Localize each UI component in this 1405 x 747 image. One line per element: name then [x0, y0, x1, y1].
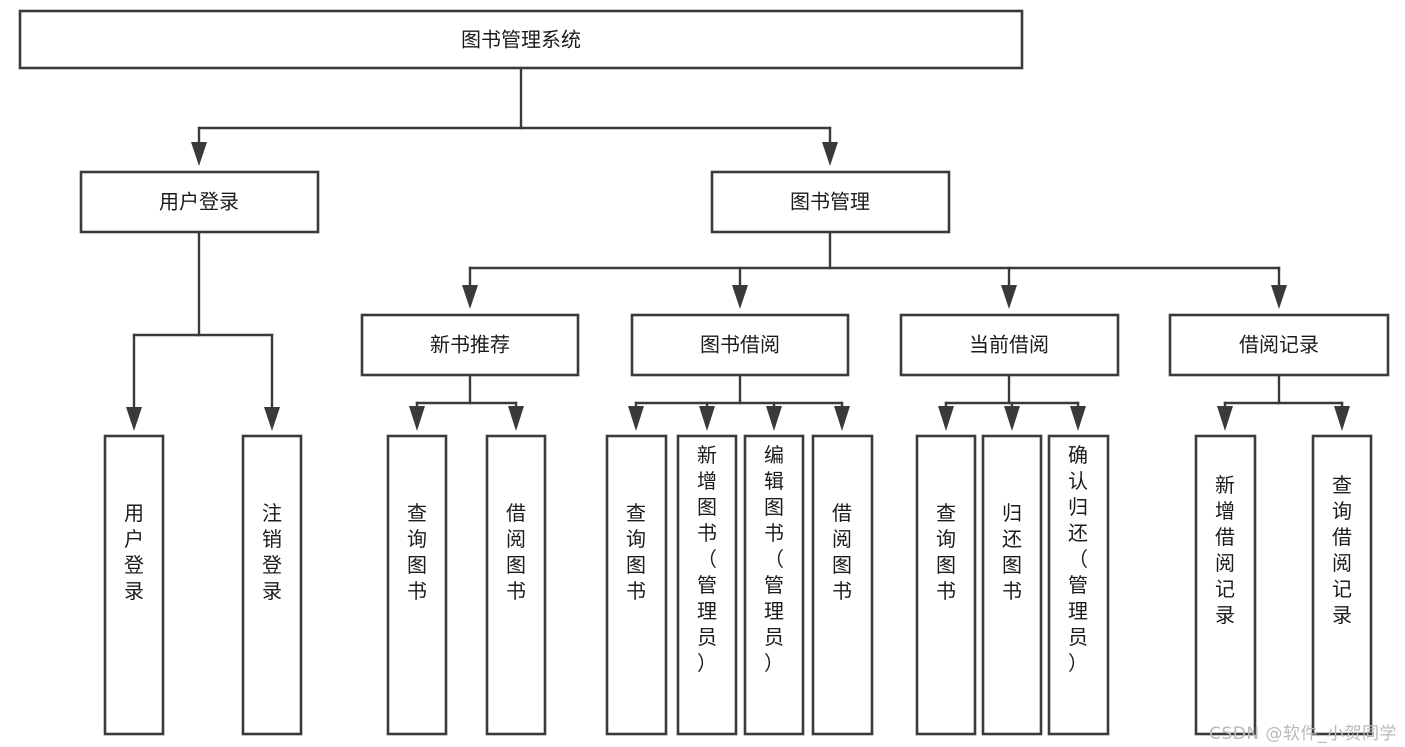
arrow-root-to-user	[191, 142, 207, 166]
node-leaf-logout[interactable]: 注销登录	[241, 434, 303, 736]
node-leaf-logout-box[interactable]	[241, 434, 303, 736]
node-leaf-add-borrow-record-box[interactable]	[1194, 434, 1257, 736]
arrow-book-to-current	[1001, 285, 1017, 309]
node-leaf-user-login[interactable]: 用户登录	[103, 434, 165, 736]
node-leaf-add-book-admin-box[interactable]	[676, 434, 738, 736]
node-leaf-edit-book-admin[interactable]: 编辑图书（管理员）	[743, 434, 805, 736]
node-new-book-recommend-box[interactable]	[360, 313, 580, 377]
node-user-login-label: 用户登录	[159, 190, 239, 214]
connector-group-user-login	[126, 230, 280, 431]
node-leaf-borrow-book-2-box[interactable]	[811, 434, 874, 736]
node-leaf-borrow-book-2[interactable]: 借阅图书	[811, 434, 874, 736]
node-book-borrow[interactable]: 图书借阅	[630, 313, 850, 377]
node-leaf-query-book-2-label: 查询图书	[626, 501, 646, 603]
node-book-manage-box[interactable]	[710, 170, 951, 234]
node-borrow-record-box[interactable]	[1168, 313, 1390, 377]
node-leaf-add-book-admin-label: 新增图书（管理员）	[697, 443, 717, 675]
node-leaf-add-borrow-record-label: 新增借阅记录	[1215, 473, 1235, 627]
arrow-root-to-book	[822, 142, 838, 166]
node-book-manage[interactable]: 图书管理	[710, 170, 951, 234]
node-leaf-logout-label: 注销登录	[262, 501, 282, 603]
node-leaf-return-book-box[interactable]	[981, 434, 1043, 736]
node-current-borrow-box[interactable]	[899, 313, 1120, 377]
node-leaf-query-borrow-record[interactable]: 查询借阅记录	[1311, 434, 1373, 736]
arrow-newbook-to-leaf1	[409, 406, 425, 431]
node-root-system-box[interactable]	[18, 9, 1024, 70]
node-leaf-add-borrow-record[interactable]: 新增借阅记录	[1194, 434, 1257, 736]
arrow-book-to-newbook	[462, 285, 478, 309]
arrow-book-to-record	[1271, 285, 1287, 309]
node-leaf-query-book-3-label: 查询图书	[936, 501, 956, 603]
arrow-current-to-leaf1	[938, 406, 954, 431]
node-leaf-confirm-return-admin[interactable]: 确认归还（管理员）	[1047, 434, 1110, 736]
node-leaf-add-book-admin[interactable]: 新增图书（管理员）	[676, 434, 738, 736]
arrow-current-to-leaf2	[1004, 406, 1020, 431]
node-leaf-query-borrow-record-label: 查询借阅记录	[1332, 473, 1352, 627]
node-new-book-recommend[interactable]: 新书推荐	[360, 313, 580, 377]
node-leaf-user-login-box[interactable]	[103, 434, 165, 736]
node-leaf-query-book-2[interactable]: 查询图书	[605, 434, 668, 736]
node-root-system[interactable]: 图书管理系统	[18, 9, 1024, 70]
connector-group-book-manage	[462, 230, 1287, 309]
node-leaf-borrow-book-1[interactable]: 借阅图书	[485, 434, 547, 736]
node-book-borrow-label: 图书借阅	[700, 333, 780, 357]
node-leaf-query-book-1-box[interactable]	[386, 434, 448, 736]
node-borrow-record[interactable]: 借阅记录	[1168, 313, 1390, 377]
arrow-borrow-to-leaf1	[628, 406, 644, 431]
node-leaf-user-login-label: 用户登录	[124, 501, 144, 603]
node-leaf-confirm-return-admin-box[interactable]	[1047, 434, 1110, 736]
arrow-borrow-to-leaf3	[766, 406, 782, 431]
node-user-login-box[interactable]	[79, 170, 320, 234]
arrow-borrow-to-leaf2	[699, 406, 715, 431]
node-leaf-edit-book-admin-label: 编辑图书（管理员）	[764, 443, 784, 675]
connector-group-record	[1217, 373, 1350, 431]
node-leaf-return-book[interactable]: 归还图书	[981, 434, 1043, 736]
node-current-borrow[interactable]: 当前借阅	[899, 313, 1120, 377]
node-current-borrow-label: 当前借阅	[969, 333, 1049, 357]
node-leaf-query-book-2-box[interactable]	[605, 434, 668, 736]
node-root-system-label: 图书管理系统	[461, 28, 581, 52]
node-new-book-recommend-label: 新书推荐	[430, 333, 510, 357]
node-leaf-return-book-label: 归还图书	[1002, 501, 1022, 603]
node-borrow-record-label: 借阅记录	[1239, 333, 1319, 357]
arrow-user-to-leaf2	[264, 407, 280, 431]
node-leaf-query-book-3[interactable]: 查询图书	[915, 434, 977, 736]
connector-group-borrow	[628, 373, 850, 431]
connector-group-newbook	[409, 373, 524, 431]
arrow-user-to-leaf1	[126, 407, 142, 431]
node-leaf-query-book-3-box[interactable]	[915, 434, 977, 736]
arrow-book-to-borrow	[732, 285, 748, 309]
arrow-borrow-to-leaf4	[834, 406, 850, 431]
node-leaf-borrow-book-1-box[interactable]	[485, 434, 547, 736]
node-leaf-query-book-1-label: 查询图书	[407, 501, 427, 603]
node-leaf-borrow-book-1-label: 借阅图书	[506, 501, 526, 603]
connector-group-root	[191, 66, 838, 166]
node-leaf-confirm-return-admin-label: 确认归还（管理员）	[1068, 443, 1088, 675]
connector-group-current	[938, 373, 1086, 431]
arrow-newbook-to-leaf2	[508, 406, 524, 431]
node-user-login[interactable]: 用户登录	[79, 170, 320, 234]
node-leaf-edit-book-admin-box[interactable]	[743, 434, 805, 736]
arrow-record-to-leaf2	[1334, 406, 1350, 431]
node-book-borrow-box[interactable]	[630, 313, 850, 377]
arrow-current-to-leaf3	[1070, 406, 1086, 431]
arrow-record-to-leaf1	[1217, 406, 1233, 431]
node-leaf-borrow-book-2-label: 借阅图书	[832, 501, 852, 603]
node-book-manage-label: 图书管理	[790, 190, 870, 214]
node-leaf-query-borrow-record-box[interactable]	[1311, 434, 1373, 736]
node-leaf-query-book-1[interactable]: 查询图书	[386, 434, 448, 736]
